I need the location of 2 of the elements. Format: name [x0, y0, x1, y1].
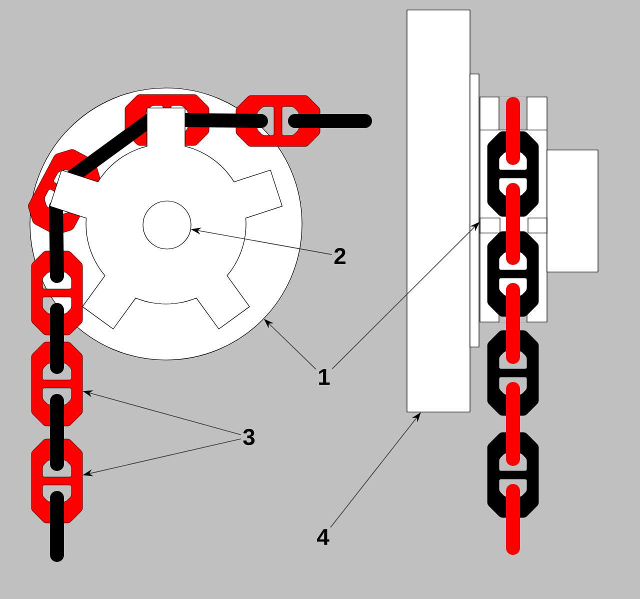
callout-number: 4 — [316, 529, 330, 545]
callout-number: 3 — [243, 428, 255, 446]
